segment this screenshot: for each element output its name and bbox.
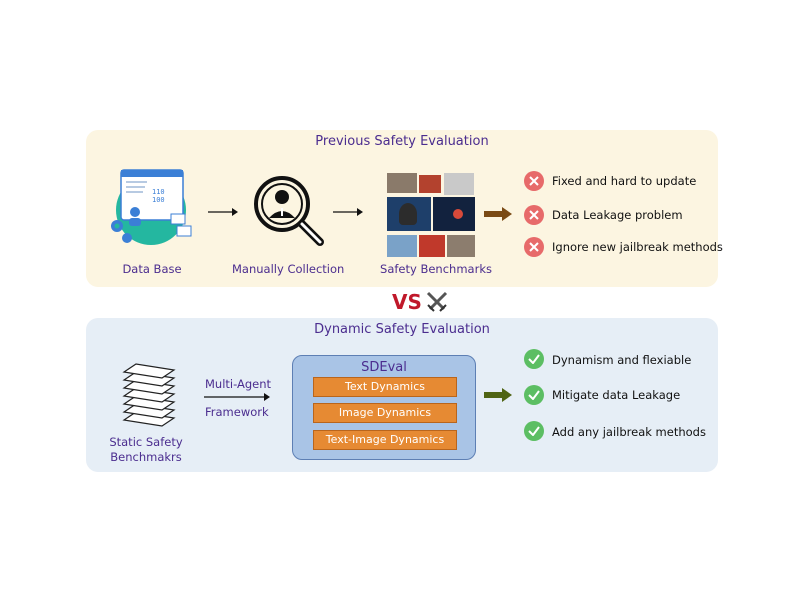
benchmark-thumbnail [419,175,441,193]
vs-label: VS [392,290,422,314]
flow-arrow [208,208,238,216]
benchmark-thumbnail [447,235,475,257]
benchmark-thumbnail [387,173,417,193]
result-arrow [484,388,512,402]
check-icon [524,385,544,405]
flow-arrow [333,208,363,216]
safety-benchmarks-label: Safety Benchmarks [380,262,492,276]
benefit-item: Add any jailbreak methods [552,425,706,439]
error-icon [524,205,544,225]
framework-label: Framework [205,405,269,419]
benchmark-image-collage [387,173,475,257]
benchmark-thumbnail [444,173,474,195]
check-icon [524,349,544,369]
check-icon [524,421,544,441]
crossed-swords-icon [426,291,448,312]
benchmark-thumbnail [419,235,445,257]
static-benchmarks-label: Static Safety Benchmakrs [100,435,192,465]
manual-collection-label: Manually Collection [232,262,345,276]
sdeval-title: SDEval [361,360,407,375]
text-dynamics-box: Text Dynamics [313,377,457,397]
benefit-item: Dynamism and flexiable [552,353,692,367]
benchmark-thumbnail [453,209,463,219]
issue-item: Fixed and hard to update [552,174,697,188]
benchmark-thumbnail [399,203,417,225]
svg-text:110: 110 [152,188,165,196]
sdeval-box: SDEval Text Dynamics Image Dynamics Text… [292,355,476,460]
error-icon [524,237,544,257]
magnifier-person-icon [254,176,324,246]
paper-stack-icon [122,363,176,427]
svg-text:100: 100 [152,196,165,204]
database-label: Data Base [122,262,182,276]
multi-agent-arrow [204,393,270,401]
static-benchmarks-label-line1: Static Safety [109,435,183,449]
result-arrow [484,207,512,221]
text-image-dynamics-box: Text-Image Dynamics [313,430,457,450]
benchmark-thumbnail [387,235,417,257]
issue-item: Data Leakage problem [552,208,683,222]
static-benchmarks-label-line2: Benchmakrs [110,450,182,464]
image-dynamics-box: Image Dynamics [313,403,457,423]
benefit-item: Mitigate data Leakage [552,388,681,402]
issue-item: Ignore new jailbreak methods [552,240,723,254]
database-monitor-icon: 110 100 [111,169,192,245]
dynamic-evaluation-title: Dynamic Safety Evaluation [314,322,490,337]
error-icon [524,171,544,191]
multi-agent-label: Multi-Agent [205,377,272,391]
previous-evaluation-title: Previous Safety Evaluation [315,134,489,149]
